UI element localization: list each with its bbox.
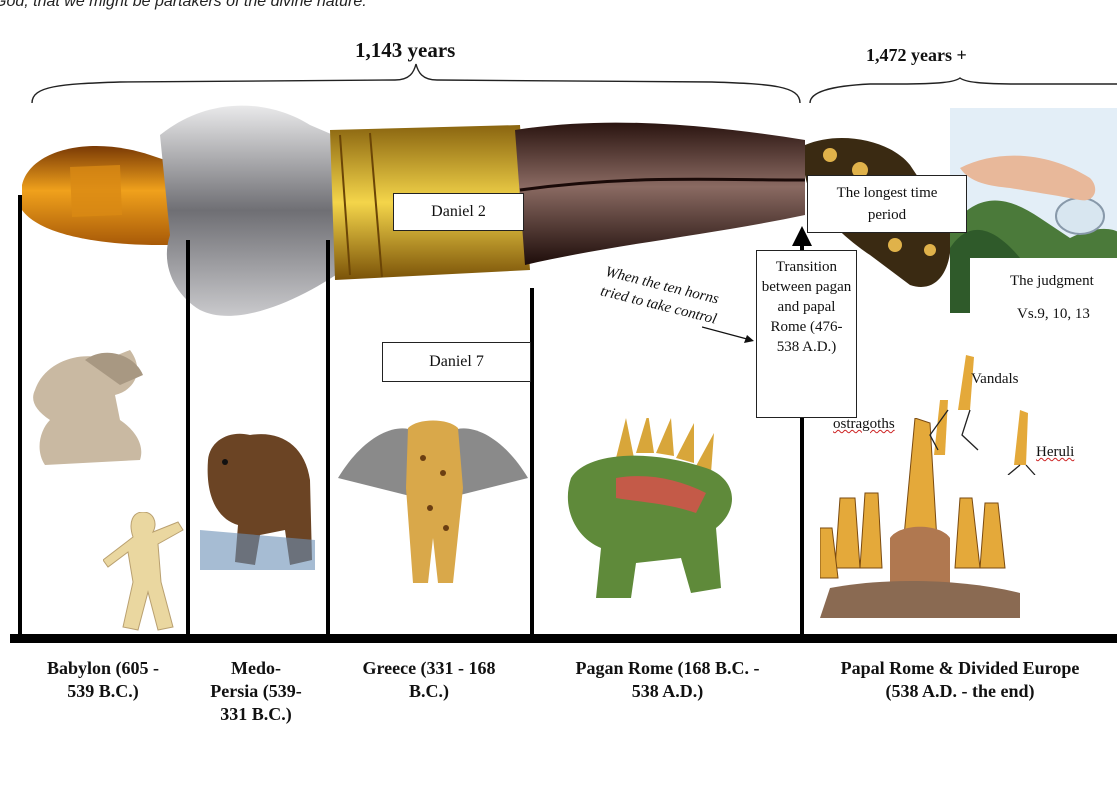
judgment-title: The judgment xyxy=(1010,273,1094,290)
daniel-7-label: Daniel 7 xyxy=(382,342,531,382)
timeline-divider-pagan-rome xyxy=(530,288,534,640)
longest-time-period-label: The longest time period xyxy=(807,175,967,233)
right-brace-label: 1,472 years + xyxy=(866,45,967,66)
timeline-base xyxy=(10,634,1117,643)
period-label-medo-persia: Medo- Persia (539- 331 B.C.) xyxy=(190,657,322,726)
period-line: 331 B.C.) xyxy=(190,703,322,726)
standing-man-image xyxy=(103,512,188,632)
timeline-divider-greece xyxy=(326,240,330,640)
ostragoths-label: ostragoths xyxy=(833,416,895,433)
period-label-greece: Greece (331 - 168 B.C.) xyxy=(330,657,528,703)
period-line: Greece (331 - 168 xyxy=(330,657,528,680)
judgment-verses: Vs.9, 10, 13 xyxy=(1017,306,1090,323)
bear-image xyxy=(200,430,315,570)
heruli-label: Heruli xyxy=(1036,444,1074,461)
period-line: Medo- xyxy=(190,657,322,680)
period-line: B.C.) xyxy=(330,680,528,703)
period-line: (538 A.D. - the end) xyxy=(805,680,1115,703)
timeline-divider-babylon xyxy=(18,195,22,640)
period-label-pagan-rome: Pagan Rome (168 B.C. - 538 A.D.) xyxy=(540,657,795,703)
leopard-with-wings-image xyxy=(338,418,528,588)
transition-label: Transition between pagan and papal Rome … xyxy=(756,250,857,418)
left-brace-label: 1,143 years xyxy=(355,38,455,63)
period-line: Papal Rome & Divided Europe xyxy=(805,657,1115,680)
period-line: 539 B.C.) xyxy=(28,680,178,703)
ten-horns-arrow xyxy=(702,322,762,352)
vandals-label: Vandals xyxy=(971,371,1019,388)
fourth-beast-image xyxy=(556,418,746,608)
lion-with-wings-image xyxy=(25,350,150,470)
period-label-babylon: Babylon (605 - 539 B.C.) xyxy=(28,657,178,703)
period-line: Babylon (605 - xyxy=(28,657,178,680)
period-line: Pagan Rome (168 B.C. - xyxy=(540,657,795,680)
daniel-2-label: Daniel 2 xyxy=(393,193,524,231)
period-line: 538 A.D.) xyxy=(540,680,795,703)
period-line: Persia (539- xyxy=(190,680,322,703)
period-label-papal-rome: Papal Rome & Divided Europe (538 A.D. - … xyxy=(805,657,1115,703)
